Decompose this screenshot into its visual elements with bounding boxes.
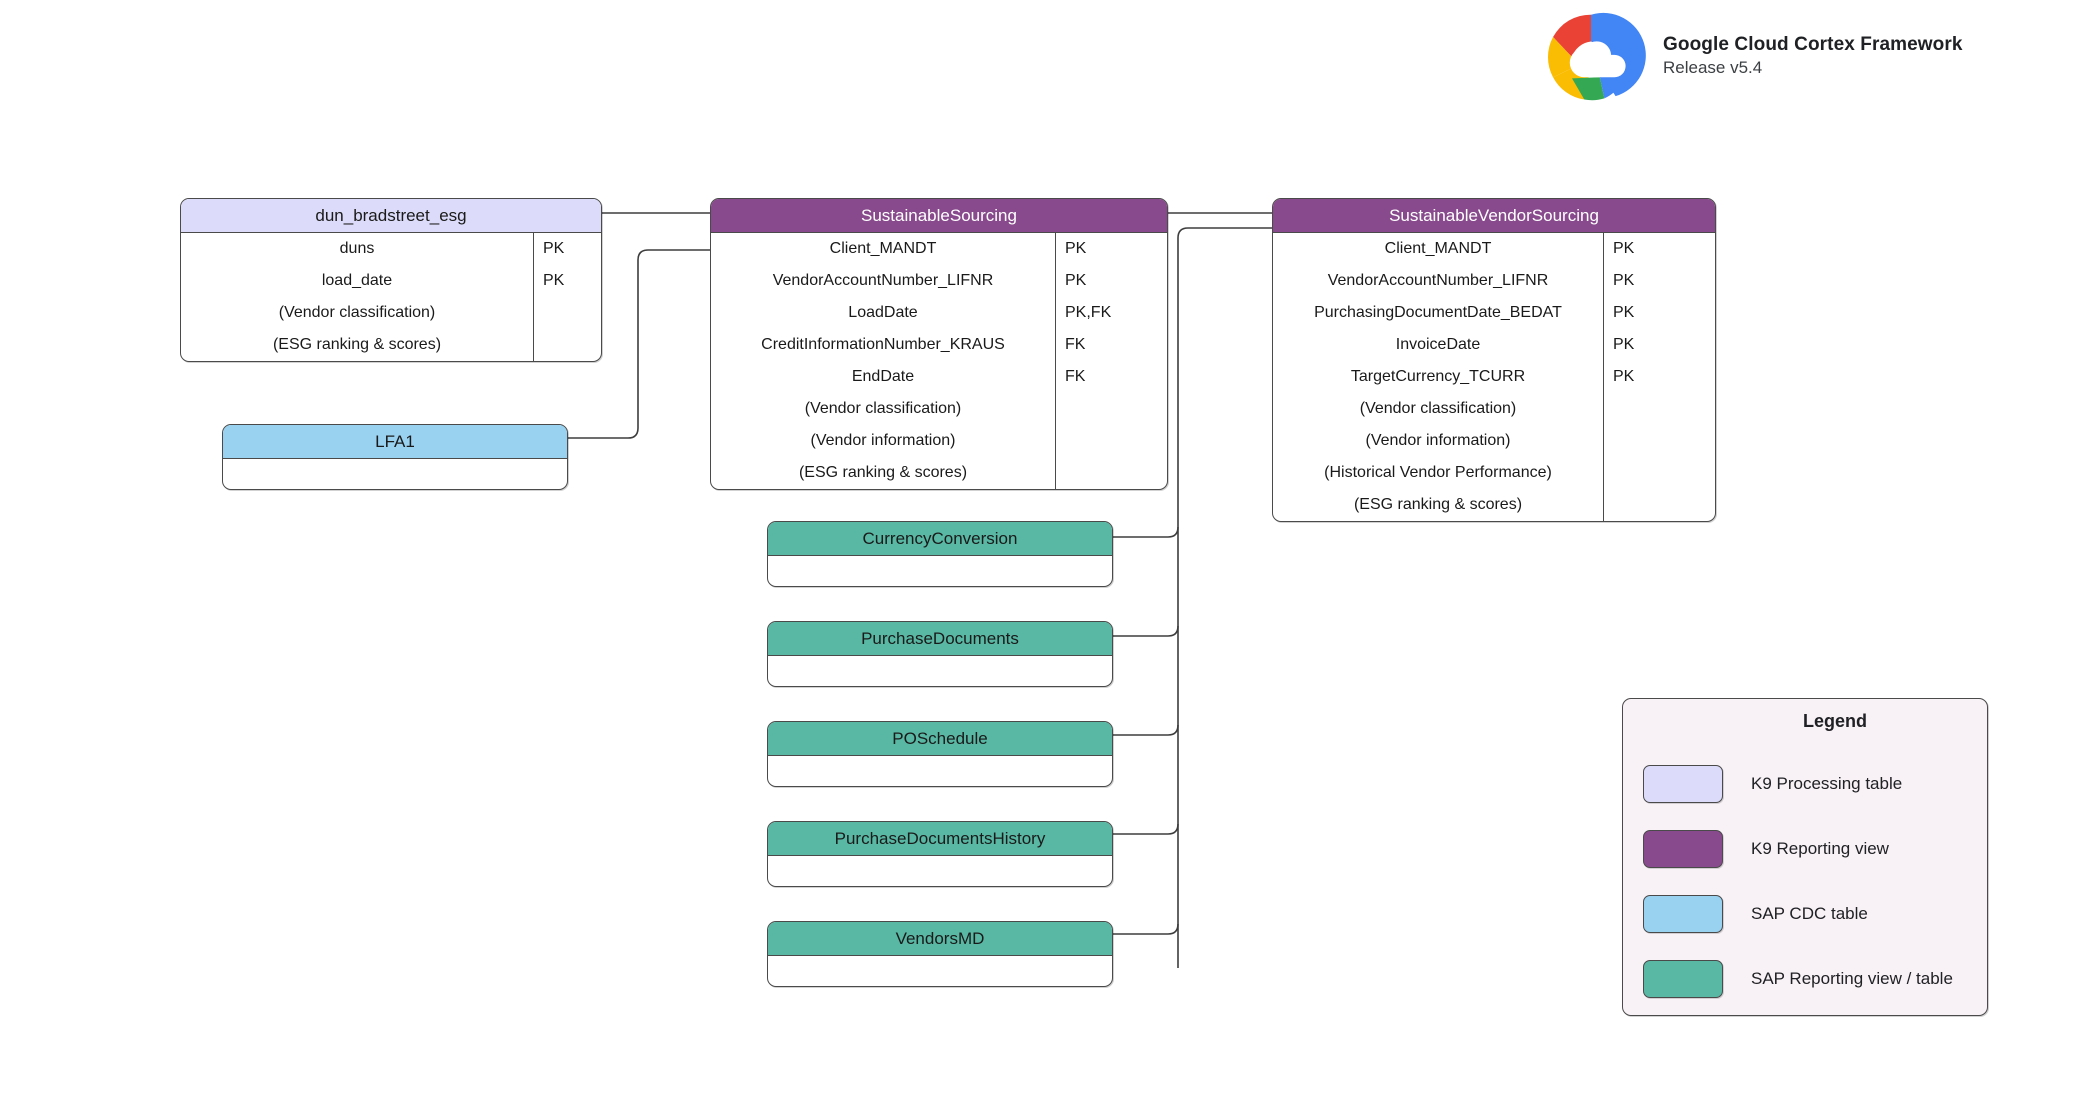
entity-dun-bradstreet-esg[interactable]: dun_bradstreet_esg duns load_date (Vendo…	[180, 198, 602, 362]
key-badge: PK	[543, 272, 565, 289]
entity-sustainable-vendor-sourcing[interactable]: SustainableVendorSourcing Client_MANDT V…	[1272, 198, 1716, 522]
legend-swatch	[1643, 829, 1723, 868]
key-badge: PK	[543, 240, 565, 257]
field-row: VendorAccountNumber_LIFNR	[1327, 272, 1549, 289]
key-badge: FK	[1065, 368, 1086, 385]
legend-item-k9-processing-table: K9 Processing table	[1643, 751, 1973, 816]
key-badge	[1604, 489, 1715, 521]
key-badge: PK	[1613, 240, 1635, 257]
entity-purchase-documents-history[interactable]: PurchaseDocumentsHistory	[767, 821, 1113, 887]
entity-title: PurchaseDocumentsHistory	[768, 822, 1112, 856]
field-row: (Vendor information)	[1365, 432, 1511, 449]
field-row: (ESG ranking & scores)	[272, 336, 442, 353]
entity-title: LFA1	[223, 425, 567, 459]
google-cloud-logo-icon	[1547, 12, 1646, 101]
entity-lfa1[interactable]: LFA1	[222, 424, 568, 490]
field-row: (Vendor classification)	[804, 400, 962, 417]
legend-item-sap-reporting-view: SAP Reporting view / table	[1643, 946, 1973, 1011]
key-badge	[1056, 457, 1167, 489]
field-row: (Vendor classification)	[278, 304, 436, 321]
field-column: duns load_date (Vendor classification) (…	[181, 233, 533, 361]
key-badge	[534, 329, 601, 361]
legend-item-k9-reporting-view: K9 Reporting view	[1643, 816, 1973, 881]
entity-currency-conversion[interactable]: CurrencyConversion	[767, 521, 1113, 587]
entity-title: SustainableVendorSourcing	[1273, 199, 1715, 233]
key-badge: PK	[1613, 368, 1635, 385]
legend-label: K9 Reporting view	[1751, 838, 1889, 858]
field-column: Client_MANDT VendorAccountNumber_LIFNR L…	[711, 233, 1055, 489]
field-row: Client_MANDT	[1384, 240, 1492, 257]
field-column-empty	[768, 756, 1112, 786]
field-row: TargetCurrency_TCURR	[1350, 368, 1526, 385]
wire-vendorsmd-to-bus	[1113, 923, 1179, 935]
key-badge	[1604, 393, 1715, 425]
key-column: PK PK	[533, 233, 601, 361]
brand-release: Release v5.4	[1663, 58, 1763, 78]
field-column-empty	[223, 459, 567, 489]
key-badge	[1604, 457, 1715, 489]
key-badge: PK	[1065, 240, 1087, 257]
field-row: Client_MANDT	[829, 240, 937, 257]
legend-swatch	[1643, 894, 1723, 933]
key-badge	[1056, 393, 1167, 425]
entity-title: PurchaseDocuments	[768, 622, 1112, 656]
entity-sustainable-sourcing[interactable]: SustainableSourcing Client_MANDT VendorA…	[710, 198, 1168, 490]
wire-poschedule-to-bus	[1113, 724, 1179, 736]
field-row: CreditInformationNumber_KRAUS	[761, 336, 1005, 353]
field-column: Client_MANDT VendorAccountNumber_LIFNR P…	[1273, 233, 1603, 521]
field-column-empty	[768, 856, 1112, 886]
entity-title: CurrencyConversion	[768, 522, 1112, 556]
key-badge	[1056, 425, 1167, 457]
key-badge: PK	[1613, 304, 1635, 321]
key-badge: PK	[1613, 336, 1635, 353]
key-badge: PK	[1065, 272, 1087, 289]
field-column-empty	[768, 956, 1112, 986]
key-badge: PK,FK	[1065, 304, 1112, 321]
entity-vendors-md[interactable]: VendorsMD	[767, 921, 1113, 987]
wire-bus-to-vendorsourcing	[1177, 227, 1272, 968]
key-column: PK PK PK,FK FK FK	[1055, 233, 1167, 489]
entity-po-schedule[interactable]: POSchedule	[767, 721, 1113, 787]
field-row: (Vendor classification)	[1359, 400, 1517, 417]
entity-title: VendorsMD	[768, 922, 1112, 956]
legend-item-sap-cdc-table: SAP CDC table	[1643, 881, 1973, 946]
field-row: load_date	[321, 272, 393, 289]
field-row: EndDate	[851, 368, 915, 385]
field-row: (ESG ranking & scores)	[798, 464, 968, 481]
legend-panel: Legend K9 Processing table K9 Reporting …	[1622, 698, 1988, 1016]
field-column-empty	[768, 556, 1112, 586]
key-badge	[1604, 425, 1715, 457]
field-row: (ESG ranking & scores)	[1353, 496, 1523, 513]
entity-title: SustainableSourcing	[711, 199, 1167, 233]
legend-label: K9 Processing table	[1751, 773, 1903, 793]
field-row: (Historical Vendor Performance)	[1324, 464, 1552, 481]
legend-swatch	[1643, 764, 1723, 803]
key-column: PK PK PK PK PK	[1603, 233, 1715, 521]
legend-label: SAP CDC table	[1751, 903, 1868, 923]
legend-swatch	[1643, 959, 1723, 998]
entity-title: POSchedule	[768, 722, 1112, 756]
field-row: (Vendor information)	[810, 432, 956, 449]
brand-title: Google Cloud Cortex Framework	[1663, 33, 1963, 55]
field-row: PurchasingDocumentDate_BEDAT	[1314, 304, 1562, 321]
wire-currencyconversion-to-bus	[1113, 526, 1179, 538]
wire-purchasedocumentshistory-to-bus	[1113, 823, 1179, 835]
key-badge	[534, 297, 601, 329]
field-row: InvoiceDate	[1395, 336, 1481, 353]
field-row: VendorAccountNumber_LIFNR	[772, 272, 994, 289]
entity-purchase-documents[interactable]: PurchaseDocuments	[767, 621, 1113, 687]
legend-label: SAP Reporting view / table	[1751, 968, 1953, 988]
key-badge: PK	[1613, 272, 1635, 289]
key-badge: FK	[1065, 336, 1086, 353]
brand-header: Google Cloud Cortex Framework Release v5…	[1535, 8, 1963, 104]
field-row: duns	[339, 240, 375, 257]
field-row: LoadDate	[848, 304, 918, 321]
entity-title: dun_bradstreet_esg	[181, 199, 601, 233]
field-column-empty	[768, 656, 1112, 686]
wire-purchasedocuments-to-bus	[1113, 625, 1179, 637]
legend-title: Legend	[1802, 711, 1867, 731]
